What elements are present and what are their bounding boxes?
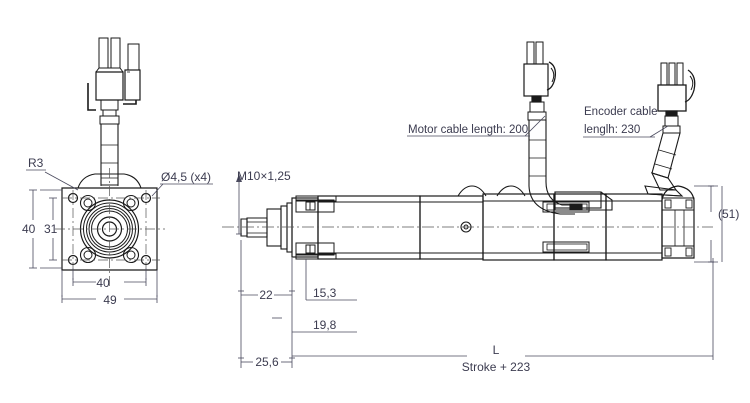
dim-step-b: 19,8 <box>313 318 337 332</box>
actuator-top-bosses <box>457 185 526 197</box>
label-encoder-cable-line2: lenglh: 230 <box>584 124 640 136</box>
front-view-group <box>55 37 165 288</box>
actuator-front-flange <box>291 195 337 260</box>
flange-bolt-bosses <box>79 194 140 264</box>
dim-step-a: 15,3 <box>313 286 337 300</box>
dim-bolt-circle-width: 40 <box>96 276 110 290</box>
dim-corner-radius: R3 <box>28 156 44 170</box>
motor-cable-connector <box>523 41 613 215</box>
actuator-rear-motor-cap <box>661 185 695 259</box>
label-motor-cable-length: Motor cable length: 200 <box>408 124 528 136</box>
dim-overall-formula: Stroke + 223 <box>462 360 531 374</box>
dim-flange-width: 49 <box>103 293 117 307</box>
actuator-collar <box>266 202 293 253</box>
front-view-centerlines <box>55 168 165 288</box>
actuator-body-section-1 <box>317 195 421 260</box>
side-view-dimension-lines <box>236 115 723 368</box>
label-encoder-cable-line1: Encoder cable <box>584 106 658 118</box>
encoder-cable-connector <box>644 62 696 197</box>
dim-flange-height-inner: 31 <box>44 222 58 236</box>
dim-thread-spec: M10×1,25 <box>237 169 291 183</box>
dim-rod-length: 22 <box>259 288 273 302</box>
side-view-group <box>222 41 713 261</box>
dim-overall-symbol: L <box>493 343 500 357</box>
dim-hole-callout: Ø4,5 (x4) <box>161 170 211 184</box>
actuator-rod-tip <box>240 217 268 238</box>
actuator-body-section-2 <box>419 195 484 260</box>
dim-motor-height: (51) <box>718 207 739 221</box>
dim-rod-end: 25,6 <box>255 355 279 369</box>
front-view-dimension-lines <box>26 169 213 303</box>
dim-flange-height-outer: 40 <box>22 222 36 236</box>
front-view-connector-assembly <box>87 37 141 186</box>
